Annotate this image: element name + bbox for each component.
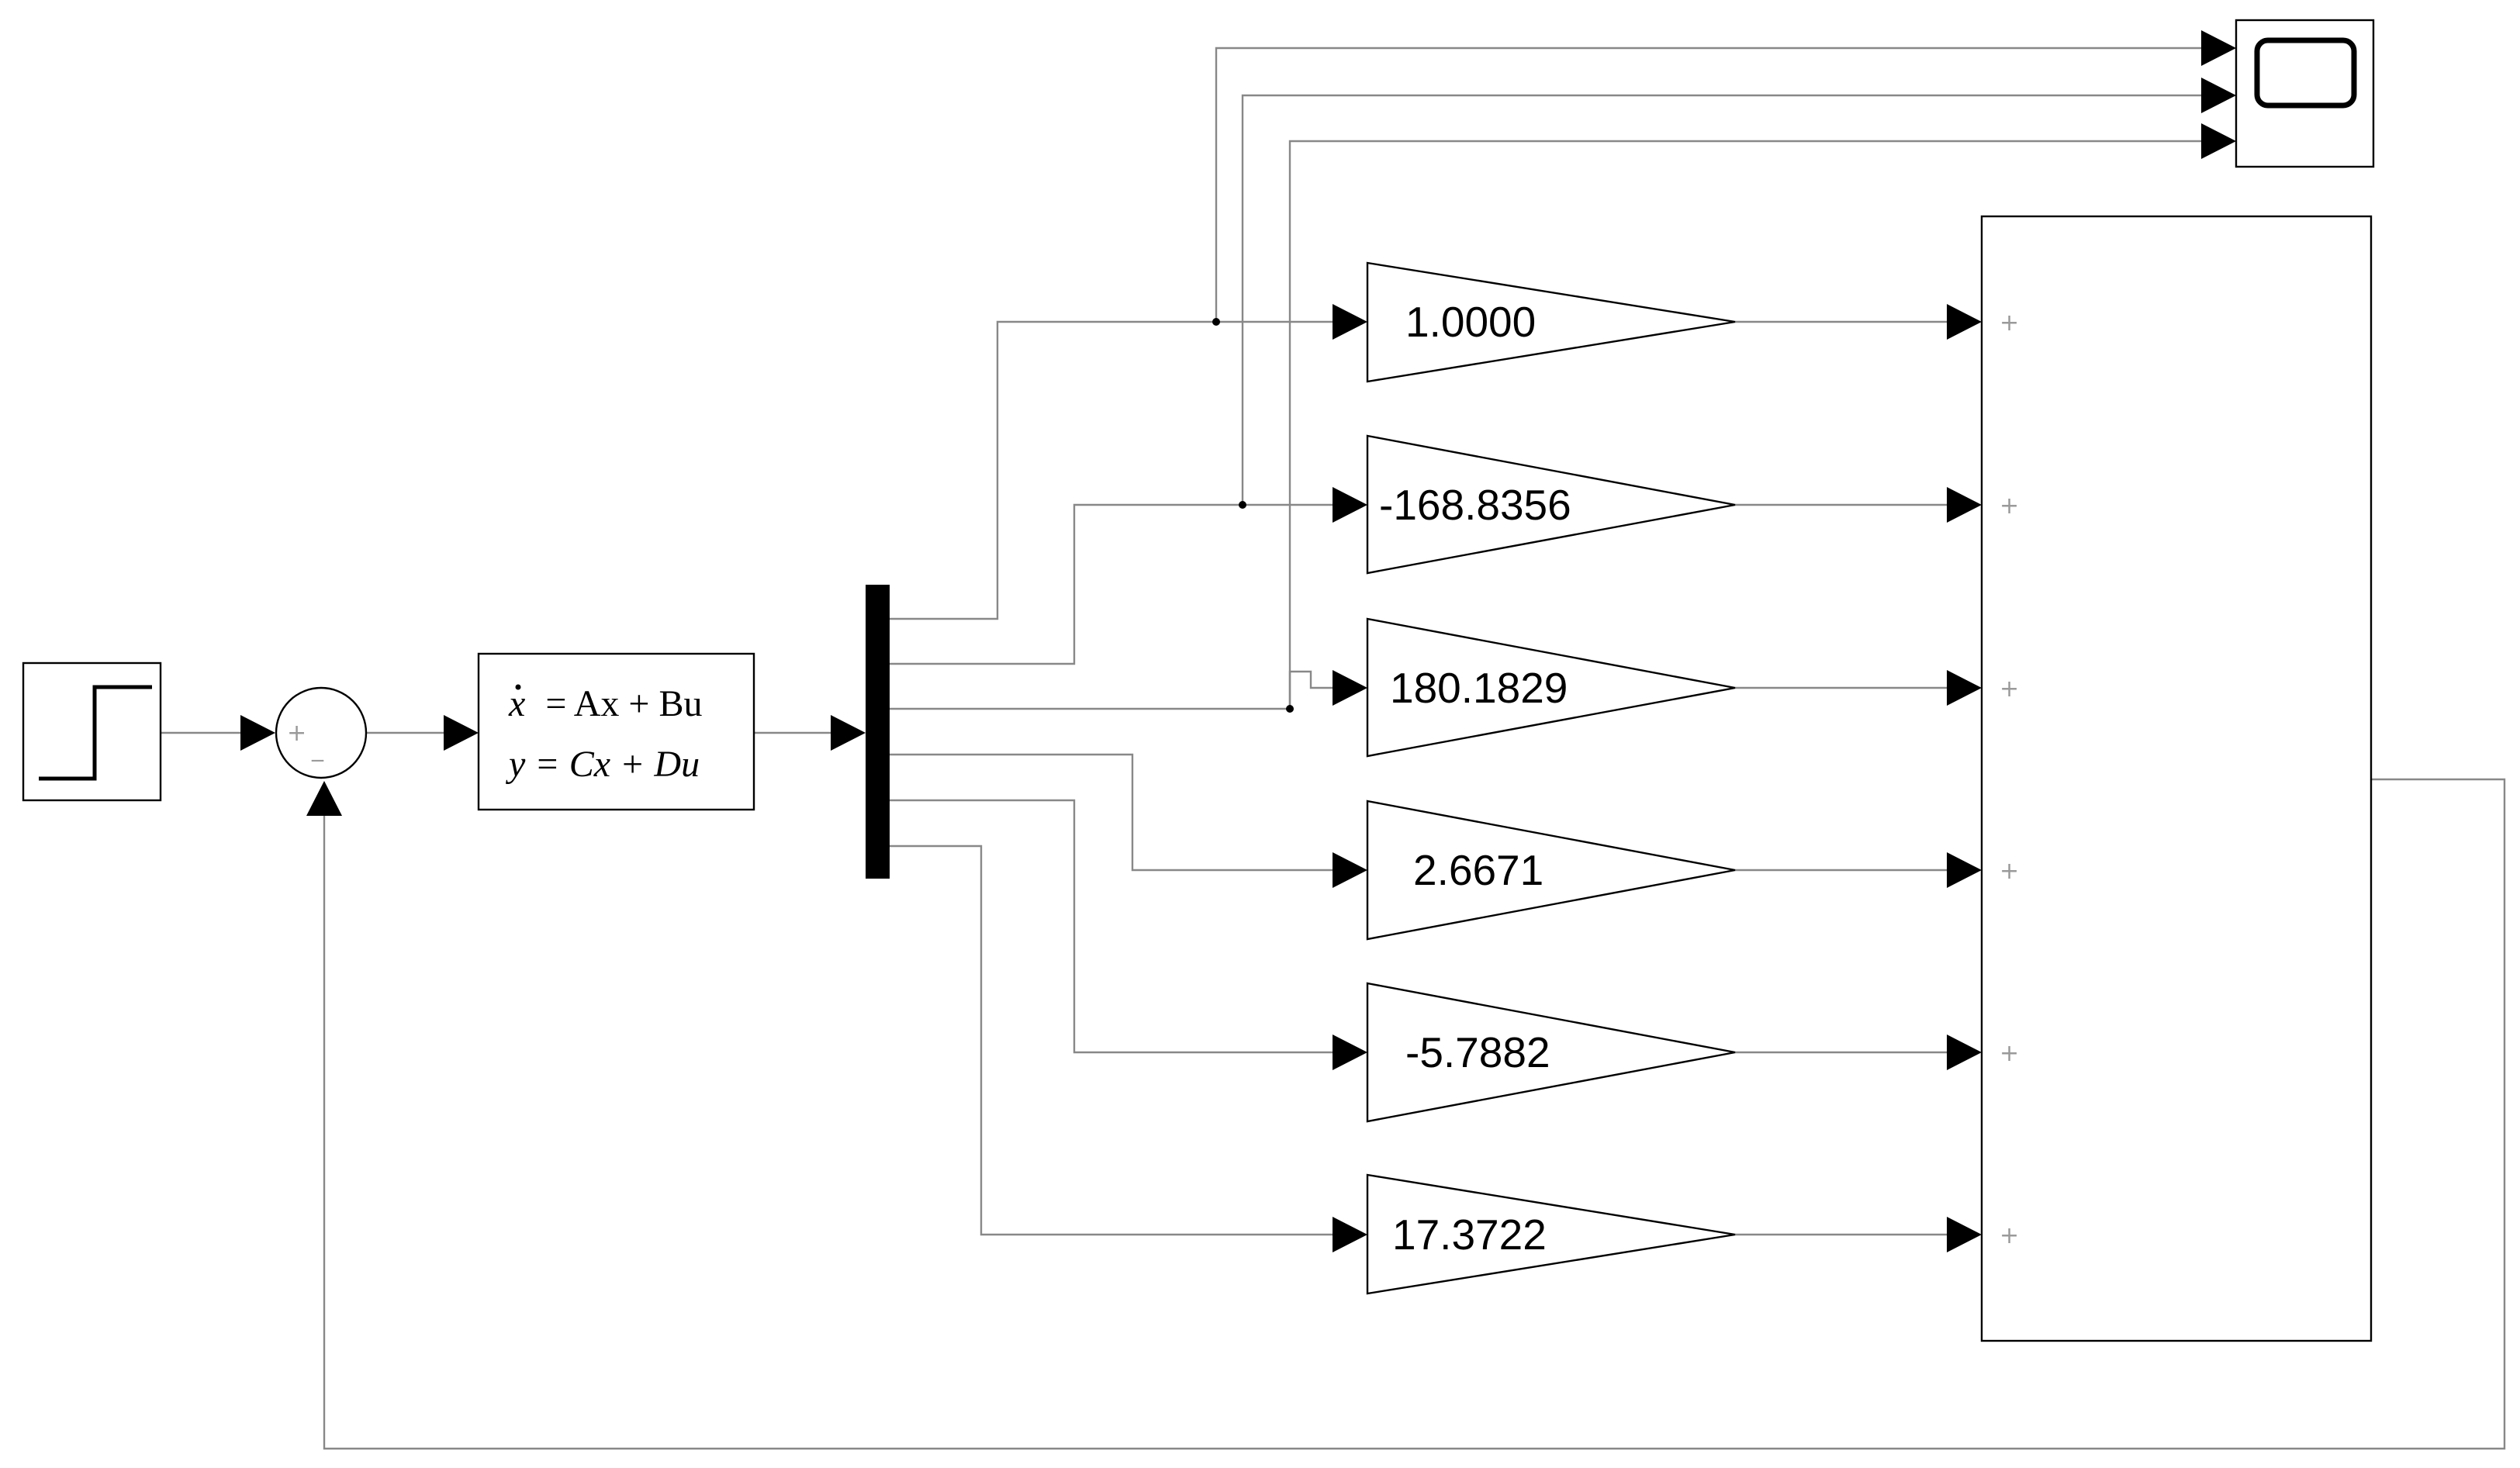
gain-block-3[interactable]: 180.1829 (1366, 617, 1736, 758)
arrow-into-scope-3 (2201, 123, 2236, 159)
scope-screen-icon (2254, 37, 2357, 109)
output-sum-sign-4: + (2000, 858, 2019, 885)
arrow-into-gain-2 (1333, 487, 1367, 523)
output-sum-frame[interactable] (1980, 215, 2373, 1342)
sum-sign-minus: _ (311, 735, 324, 762)
wire-mux-to-gain-2[interactable] (890, 503, 1333, 665)
signal-lines (161, 47, 2506, 1450)
arrow-into-gain-6 (1333, 1217, 1367, 1252)
output-sum-sign-5: + (2000, 1040, 2019, 1067)
state-space-block[interactable]: x = Ax + Bu y = Cx + Du (477, 652, 755, 811)
gain-5-value: -5.7882 (1405, 1028, 1550, 1076)
gain-1-triangle[interactable] (1366, 261, 1736, 383)
branch-points (1212, 318, 1294, 713)
wire-branch-to-scope-2[interactable] (1241, 94, 2201, 505)
mux-block[interactable] (866, 585, 890, 879)
gain-3-value: 180.1829 (1390, 664, 1568, 712)
output-sum-sign-3: + (2000, 675, 2019, 703)
gain-3-triangle[interactable] (1366, 617, 1736, 758)
arrow-into-gain-3 (1333, 670, 1367, 706)
wire-branch-to-scope-1[interactable] (1215, 47, 2201, 322)
arrow-into-gain-4 (1333, 852, 1367, 888)
gain-5-triangle[interactable] (1366, 982, 1736, 1123)
gain-6-triangle[interactable] (1366, 1173, 1736, 1295)
gain-block-4[interactable]: 2.6671 (1366, 800, 1736, 941)
output-sum-block[interactable]: + + + + + + (1980, 215, 2373, 1342)
output-sum-sign-6: + (2000, 1222, 2019, 1249)
arrow-into-outsum-4 (1947, 852, 1982, 888)
state-space-eq-2: y = Cx + Du (505, 744, 700, 785)
gain-1-value: 1.0000 (1405, 298, 1536, 346)
arrow-into-gain-5 (1333, 1035, 1367, 1070)
state-space-eq-1: x = Ax + Bu (508, 683, 702, 724)
wire-branch-to-scope-3[interactable] (1288, 140, 2201, 709)
sum-block-circle[interactable] (275, 686, 368, 779)
arrow-into-statespace (444, 715, 479, 751)
gain-4-triangle[interactable] (1366, 800, 1736, 941)
arrow-into-scope-1 (2201, 30, 2236, 66)
arrow-into-gain-1 (1333, 304, 1367, 340)
arrow-into-scope-2 (2201, 78, 2236, 113)
arrowheads (240, 30, 2236, 1252)
arrow-into-outsum-1 (1947, 304, 1982, 340)
state-derivative-dot (515, 684, 521, 690)
arrow-into-outsum-5 (1947, 1035, 1982, 1070)
sum-block[interactable]: + _ (275, 686, 368, 779)
wire-mux-to-gain-5[interactable] (890, 799, 1333, 1054)
state-space-frame[interactable] (477, 652, 755, 811)
arrow-into-outsum-6 (1947, 1217, 1982, 1252)
branch-point-1 (1212, 318, 1220, 326)
output-sum-sign-2: + (2000, 492, 2019, 520)
wire-feedback[interactable] (323, 778, 2506, 1450)
sum-sign-plus: + (287, 720, 306, 747)
branch-point-2 (1239, 501, 1246, 509)
gain-block-2[interactable]: -168.8356 (1366, 434, 1736, 575)
gain-block-1[interactable]: 1.0000 (1366, 261, 1736, 383)
step-icon (39, 685, 152, 781)
gain-2-value: -168.8356 (1379, 481, 1571, 529)
step-block[interactable] (22, 661, 162, 802)
gain-6-value: 17.3722 (1392, 1211, 1547, 1259)
arrow-into-outsum-3 (1947, 670, 1982, 706)
gain-blocks: 1.0000 -168.8356 180.1829 2.6671 -5.7882… (1366, 261, 1736, 1295)
arrow-into-sum-bottom (306, 781, 342, 816)
wire-mux-to-gain-6[interactable] (890, 845, 1333, 1236)
state-space-eq-1-lhs: x (508, 683, 525, 724)
arrow-into-sum (240, 715, 275, 751)
output-sum-sign-1: + (2000, 309, 2019, 337)
arrow-into-outsum-2 (1947, 487, 1982, 523)
state-space-eq-1-rhs: = Ax + Bu (545, 683, 702, 724)
scope-block[interactable] (2235, 19, 2375, 168)
wire-mux-to-gain-3[interactable] (890, 670, 1333, 710)
wire-mux-to-gain-1[interactable] (890, 320, 1333, 620)
branch-point-3 (1286, 705, 1294, 713)
gain-block-5[interactable]: -5.7882 (1366, 982, 1736, 1123)
wire-mux-to-gain-4[interactable] (890, 753, 1333, 872)
gain-block-6[interactable]: 17.3722 (1366, 1173, 1736, 1295)
arrow-into-mux (831, 715, 866, 751)
gain-4-value: 2.6671 (1413, 846, 1543, 894)
gain-2-triangle[interactable] (1366, 434, 1736, 575)
